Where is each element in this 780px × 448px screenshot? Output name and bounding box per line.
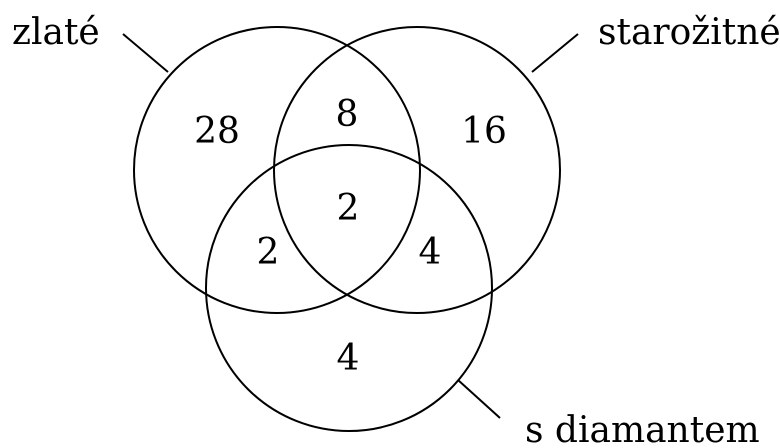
label-antique: starožitné — [598, 12, 780, 53]
value-gold-diamond: 2 — [257, 232, 280, 273]
circle-diamond — [205, 144, 493, 432]
circle-antique — [273, 26, 561, 314]
value-antique-diamond: 4 — [419, 232, 442, 273]
value-antique-only: 16 — [461, 111, 507, 152]
leader-diamond — [457, 379, 501, 419]
value-diamond-only: 4 — [337, 338, 360, 379]
leader-antique — [531, 33, 579, 73]
label-gold: zlaté — [12, 12, 100, 53]
value-gold-antique: 8 — [336, 94, 359, 135]
value-gold-only: 28 — [194, 111, 240, 152]
value-all-three: 2 — [337, 188, 360, 229]
label-diamond: s diamantem — [525, 410, 760, 448]
circle-gold — [133, 26, 421, 314]
leader-gold — [122, 33, 169, 73]
